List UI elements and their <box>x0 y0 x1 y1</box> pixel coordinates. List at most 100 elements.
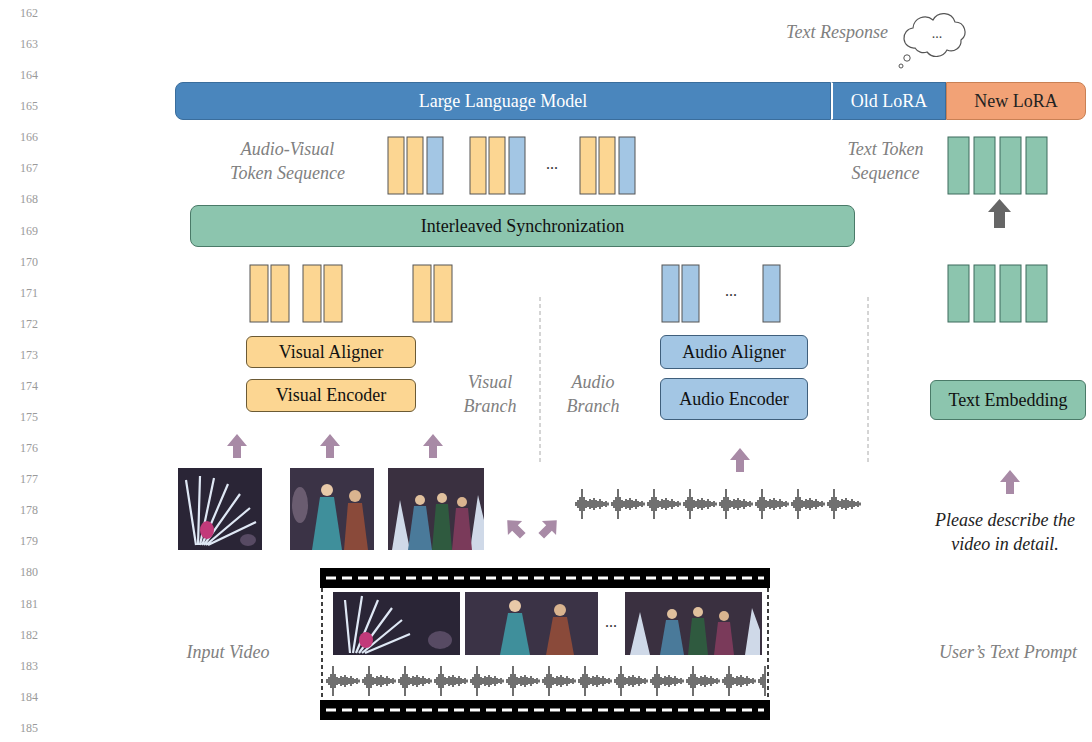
line-number: 175 <box>0 409 38 425</box>
figure-dress <box>546 617 574 655</box>
split-arrow <box>534 513 564 543</box>
line-number: 163 <box>0 36 38 52</box>
node-text: Audio Encoder <box>679 389 788 410</box>
line-number: 178 <box>0 502 38 518</box>
video-frame <box>290 468 374 550</box>
module-box: Visual Aligner <box>246 336 416 368</box>
input-label: Input Video <box>158 640 298 664</box>
branch-label: Visual Branch <box>450 370 530 419</box>
figure-dress <box>312 497 342 550</box>
node-text: Audio Aligner <box>682 342 786 363</box>
visual-token <box>407 137 423 194</box>
figure-head <box>415 495 425 505</box>
line-number: 179 <box>0 533 38 549</box>
line-number: 166 <box>0 129 38 145</box>
figure-dress <box>714 622 734 655</box>
up-arrow <box>988 199 1011 228</box>
line-number: 172 <box>0 316 38 332</box>
film-strip <box>320 568 770 720</box>
figure-dress <box>452 508 472 550</box>
llm-bar: Large Language Model <box>175 82 831 120</box>
audio-token <box>763 265 780 322</box>
ellipsis: ... <box>599 611 623 633</box>
crystal <box>392 495 484 550</box>
figure-head <box>719 611 729 621</box>
branch-separator <box>540 297 541 462</box>
figure-dress <box>660 620 684 655</box>
audio-tokens <box>662 265 780 322</box>
visual-token <box>324 265 342 322</box>
figure-dress <box>344 503 368 550</box>
figure-dress <box>688 618 708 655</box>
visual-token <box>434 265 452 322</box>
av-token-sequence <box>388 137 635 194</box>
thought-bubble <box>899 64 903 68</box>
node-text: Interleaved Synchronization <box>421 216 624 237</box>
film-frame <box>625 592 762 655</box>
line-number: 177 <box>0 471 38 487</box>
figure-head <box>554 604 566 616</box>
film-perforation <box>326 577 764 580</box>
output-label: Text Response <box>767 20 907 44</box>
film-frame <box>465 592 598 655</box>
video-frame <box>388 468 484 550</box>
sequence-label: Audio-Visual Token Sequence <box>220 137 355 186</box>
line-number: 173 <box>0 347 38 363</box>
visual-token <box>599 137 615 194</box>
line-number: 185 <box>0 720 38 736</box>
visual-tokens <box>250 265 452 322</box>
lora-block: Old LoRA <box>831 82 946 120</box>
text-token-sequence <box>948 137 1047 194</box>
ellipsis: ... <box>537 153 567 175</box>
line-number: 169 <box>0 223 38 239</box>
module-box: Audio Encoder <box>660 378 808 420</box>
up-arrow <box>320 434 340 458</box>
module-box: Visual Encoder <box>246 379 416 412</box>
visual-token <box>489 137 505 194</box>
figure-head <box>321 484 333 496</box>
line-number: 181 <box>0 596 38 612</box>
crystal <box>630 608 760 655</box>
film-edge <box>767 588 769 700</box>
crystal-feather <box>345 596 410 653</box>
audio-waveform <box>575 487 863 521</box>
figure <box>292 487 308 523</box>
branch-label: Audio Branch <box>553 370 633 419</box>
text-token <box>1000 265 1021 322</box>
node-text: Visual Aligner <box>279 342 383 363</box>
up-arrow <box>227 434 247 458</box>
text-token <box>948 137 969 194</box>
video-frame <box>178 468 262 550</box>
film-edge <box>321 588 323 700</box>
film-perforation <box>326 709 764 712</box>
film-bar <box>320 700 770 720</box>
text-token <box>1000 137 1021 194</box>
up-arrow <box>423 434 443 458</box>
film-waveform <box>326 664 766 698</box>
sync-bar: Interleaved Synchronization <box>190 205 855 247</box>
figure <box>200 521 214 539</box>
audio-token <box>619 137 635 194</box>
node-text: Text Embedding <box>948 390 1067 411</box>
figure-head <box>349 490 361 502</box>
film-bar <box>320 568 770 588</box>
line-number: 165 <box>0 98 38 114</box>
figure-dress <box>500 613 530 655</box>
figure-dress <box>432 504 452 550</box>
frame-bg <box>388 468 484 550</box>
visual-token <box>470 137 486 194</box>
line-number: 183 <box>0 658 38 674</box>
ellipsis: ... <box>922 25 952 44</box>
text-token <box>1026 137 1047 194</box>
figure-head <box>509 600 521 612</box>
frame-bg <box>178 468 262 550</box>
figure-dress <box>408 506 432 550</box>
node-text: Visual Encoder <box>276 385 386 406</box>
audio-token <box>682 265 699 322</box>
visual-token <box>580 137 596 194</box>
line-number: 184 <box>0 689 38 705</box>
thought-cloud <box>904 14 965 57</box>
ellipsis: ... <box>716 280 746 302</box>
